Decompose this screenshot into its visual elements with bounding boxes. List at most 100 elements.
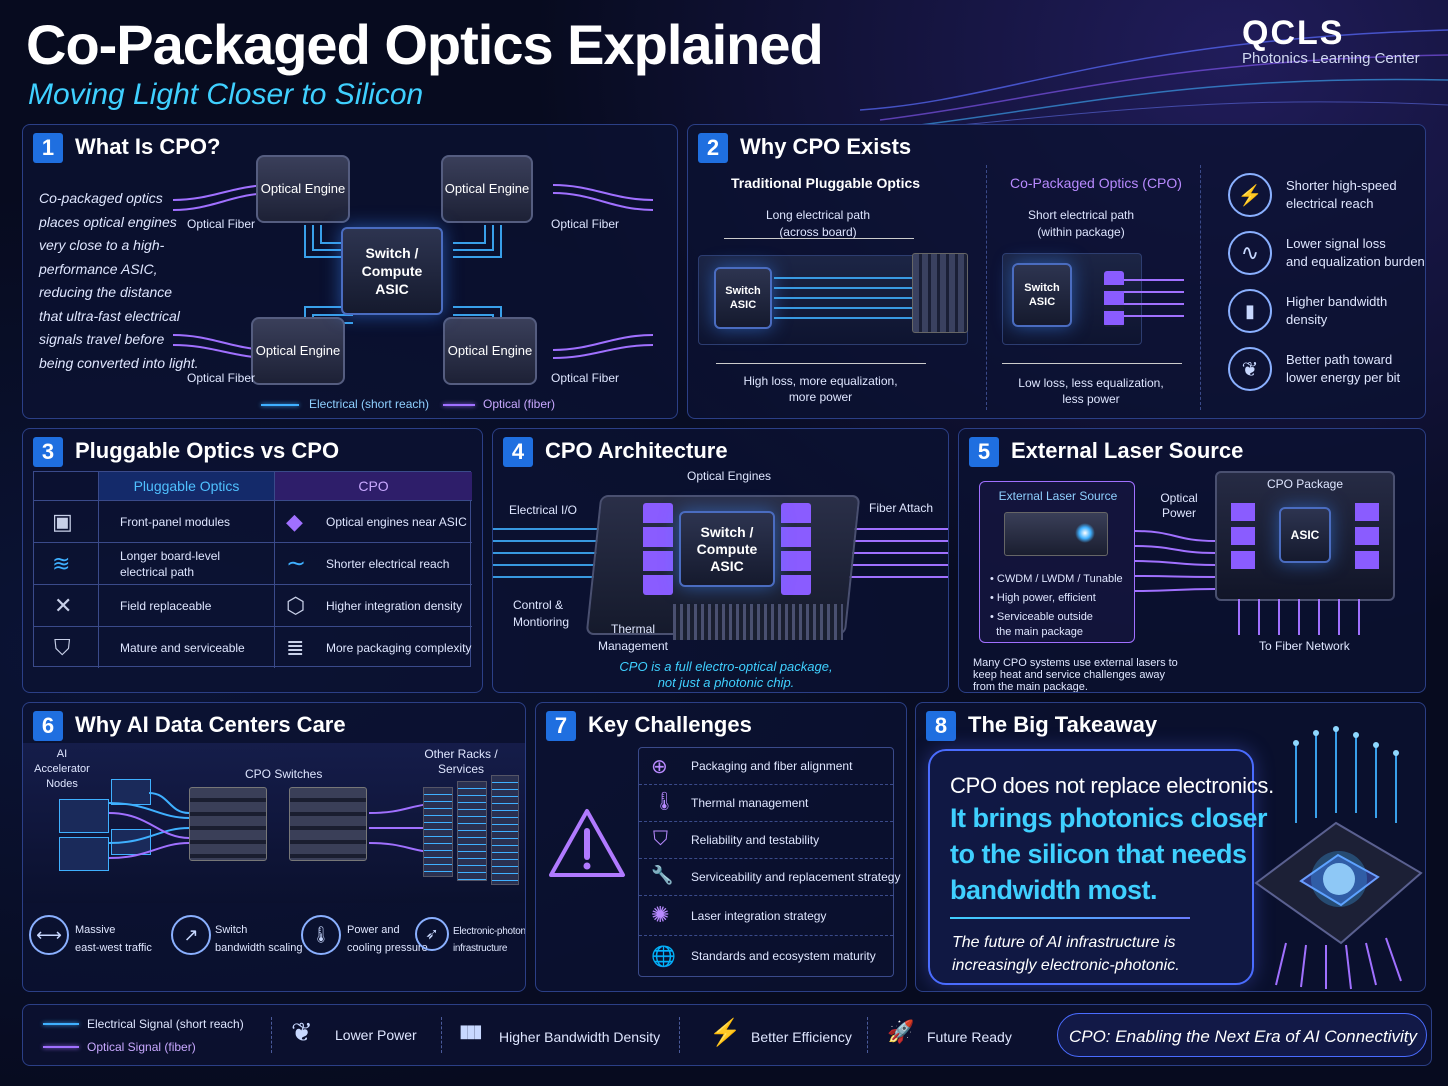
- cpo-engine-stack: [1104, 271, 1124, 327]
- cpo-fibers: [1124, 279, 1184, 317]
- laser-heading: External Laser Source: [998, 489, 1118, 503]
- other-racks-label: Other Racks /Services: [419, 747, 503, 777]
- footnote-line: increasingly electronic-photonic.: [952, 957, 1180, 974]
- fiber-label: Optical Fiber: [551, 371, 620, 385]
- takeaway-line1: CPO does not replace electronics.: [950, 773, 1274, 798]
- dc-line: bandwidth scaling: [215, 942, 303, 954]
- bullet-text: High power, efficient: [996, 592, 1096, 604]
- wave-icon: ∿: [1228, 231, 1272, 275]
- target-icon: ⊕: [651, 756, 668, 778]
- panel-key-challenges: 7 Key Challenges ⊕ Packaging and fiber a…: [535, 702, 907, 992]
- challenge-list: ⊕ Packaging and fiber alignment 🌡 Therma…: [638, 747, 900, 977]
- cpo-heading: Co-Packaged Optics (CPO): [1010, 175, 1182, 191]
- table-row: ⛉ Mature and serviceable ≣ More packagin…: [34, 626, 472, 668]
- bullet-text: the main package: [996, 626, 1083, 638]
- cpo-loss-text: Low loss, less equalization,less power: [1006, 375, 1176, 407]
- architecture-io-lines: [493, 528, 948, 578]
- note-line: CPO is a full electro-optical package,: [619, 659, 833, 674]
- panel-title: Pluggable Optics vs CPO: [75, 438, 340, 463]
- fiber-attach-label: Fiber Attach: [869, 501, 934, 515]
- challenge-item: ⛉ Reliability and testability: [639, 822, 893, 859]
- note-line: Many CPO systems use external lasers to: [973, 657, 1178, 669]
- panel-what-is-cpo: 1 What Is CPO? Co-packaged optics places…: [22, 124, 678, 419]
- server-rack: [423, 787, 453, 877]
- wrench-icon: 🔧: [651, 865, 674, 885]
- divider: [1200, 165, 1201, 410]
- dc-line: east-west traffic: [75, 942, 152, 954]
- desc-line: very close to a high-: [39, 237, 165, 253]
- cpo-loss-arrow: [1002, 363, 1182, 364]
- panel-cpo-architecture: 4 CPO Architecture Switch / Compute ASIC…: [492, 428, 949, 693]
- bolt-icon: ⚡: [1228, 173, 1272, 217]
- front-panel-module: [912, 253, 968, 333]
- divider: [441, 1017, 442, 1053]
- footer-tagline-box: CPO: Enabling the Next Era of AI Connect…: [1057, 1013, 1427, 1057]
- trace-icon: ≋: [52, 551, 71, 576]
- footer-tagline: CPO: Enabling the Next Era of AI Connect…: [1068, 1027, 1418, 1046]
- desc-line: performance ASIC,: [39, 260, 158, 277]
- challenge-item: 🌐 Standards and ecosystem maturity: [639, 936, 893, 976]
- logo-subtitle: Photonics Learning Center: [1242, 50, 1420, 67]
- cpo-package-box: CPO Package ASIC: [1215, 471, 1395, 601]
- panel-external-laser: 5 External Laser Source External Laser S…: [958, 428, 1426, 693]
- footer-rocket-icon: 🚀: [887, 1019, 915, 1044]
- fiber-label: Optical Fiber: [187, 371, 256, 385]
- layers-icon: ≣: [286, 635, 305, 660]
- trad-loss-text: High loss, more equalization,more power: [728, 373, 913, 405]
- asic-chip: ASIC: [1279, 507, 1331, 563]
- bullet-text: Serviceable outside: [996, 611, 1093, 623]
- dc-line: infrastructure: [453, 943, 508, 954]
- fiber-network-lines: [1238, 599, 1360, 635]
- management-text: Management: [597, 639, 669, 653]
- panel-number: 5: [969, 437, 999, 467]
- long-path-text: Long electrical path: [765, 208, 871, 222]
- challenge-item: 🌡 Thermal management: [639, 785, 893, 822]
- laser-burst-icon: ✺: [651, 902, 670, 927]
- cell-pluggable: Front-panel modules: [120, 515, 231, 529]
- to-fiber-network-label: To Fiber Network: [1259, 639, 1350, 653]
- cell-pluggable: Mature and serviceable: [120, 641, 245, 655]
- footer-electrical-label: Electrical Signal (short reach): [87, 1017, 244, 1031]
- tools-icon: ✕: [54, 593, 73, 618]
- challenge-item: ✺ Laser integration strategy: [639, 896, 893, 936]
- legend-optical-line: [443, 404, 475, 406]
- fiber-label: Optical Fiber: [187, 217, 256, 231]
- panel-title: Why AI Data Centers Care: [75, 712, 346, 737]
- footer-item-label: Higher Bandwidth Density: [499, 1029, 661, 1045]
- engine-column-left: [643, 503, 673, 595]
- optical-engines-label: Optical Engines: [687, 469, 772, 483]
- cell-pluggable: Field replaceable: [120, 599, 212, 613]
- cpo-switches-label: CPO Switches: [245, 767, 323, 781]
- cell-cpo: Optical engines near ASIC: [326, 515, 467, 529]
- panel-number: 4: [503, 437, 533, 467]
- cell-pluggable: Longer board-level electrical path: [120, 549, 221, 579]
- low-loss-text: Low loss, less equalization,: [1018, 376, 1164, 390]
- thermal-text: Thermal: [610, 622, 655, 636]
- fiber-label: Optical Fiber: [551, 217, 620, 231]
- long-path-arrow: [724, 238, 914, 239]
- heatsink: [673, 604, 843, 640]
- datacenter-links: [109, 792, 449, 859]
- challenge-text: Serviceability and replacement strategy: [691, 870, 901, 884]
- challenge-text: Reliability and testability: [691, 833, 820, 847]
- switch-asic-trad: Switch ASIC: [714, 267, 772, 329]
- laser-star-icon: [1075, 523, 1095, 543]
- optical-engine-br: Optical Engine: [443, 317, 537, 385]
- bullet-text: CWDM / LWDM / Tunable: [996, 573, 1123, 585]
- rocket-icon: ➶: [415, 917, 449, 951]
- logo: QCLS: [1242, 14, 1345, 52]
- challenge-item: 🔧 Serviceability and replacement strateg…: [639, 859, 900, 896]
- ai-node: [59, 837, 109, 871]
- shield-icon: ⛉: [54, 635, 71, 660]
- footer-item-label: Better Efficiency: [751, 1029, 852, 1045]
- cell-cpo: Shorter electrical reach: [326, 557, 450, 571]
- architecture-note: CPO is a full electro-optical package,no…: [553, 659, 899, 691]
